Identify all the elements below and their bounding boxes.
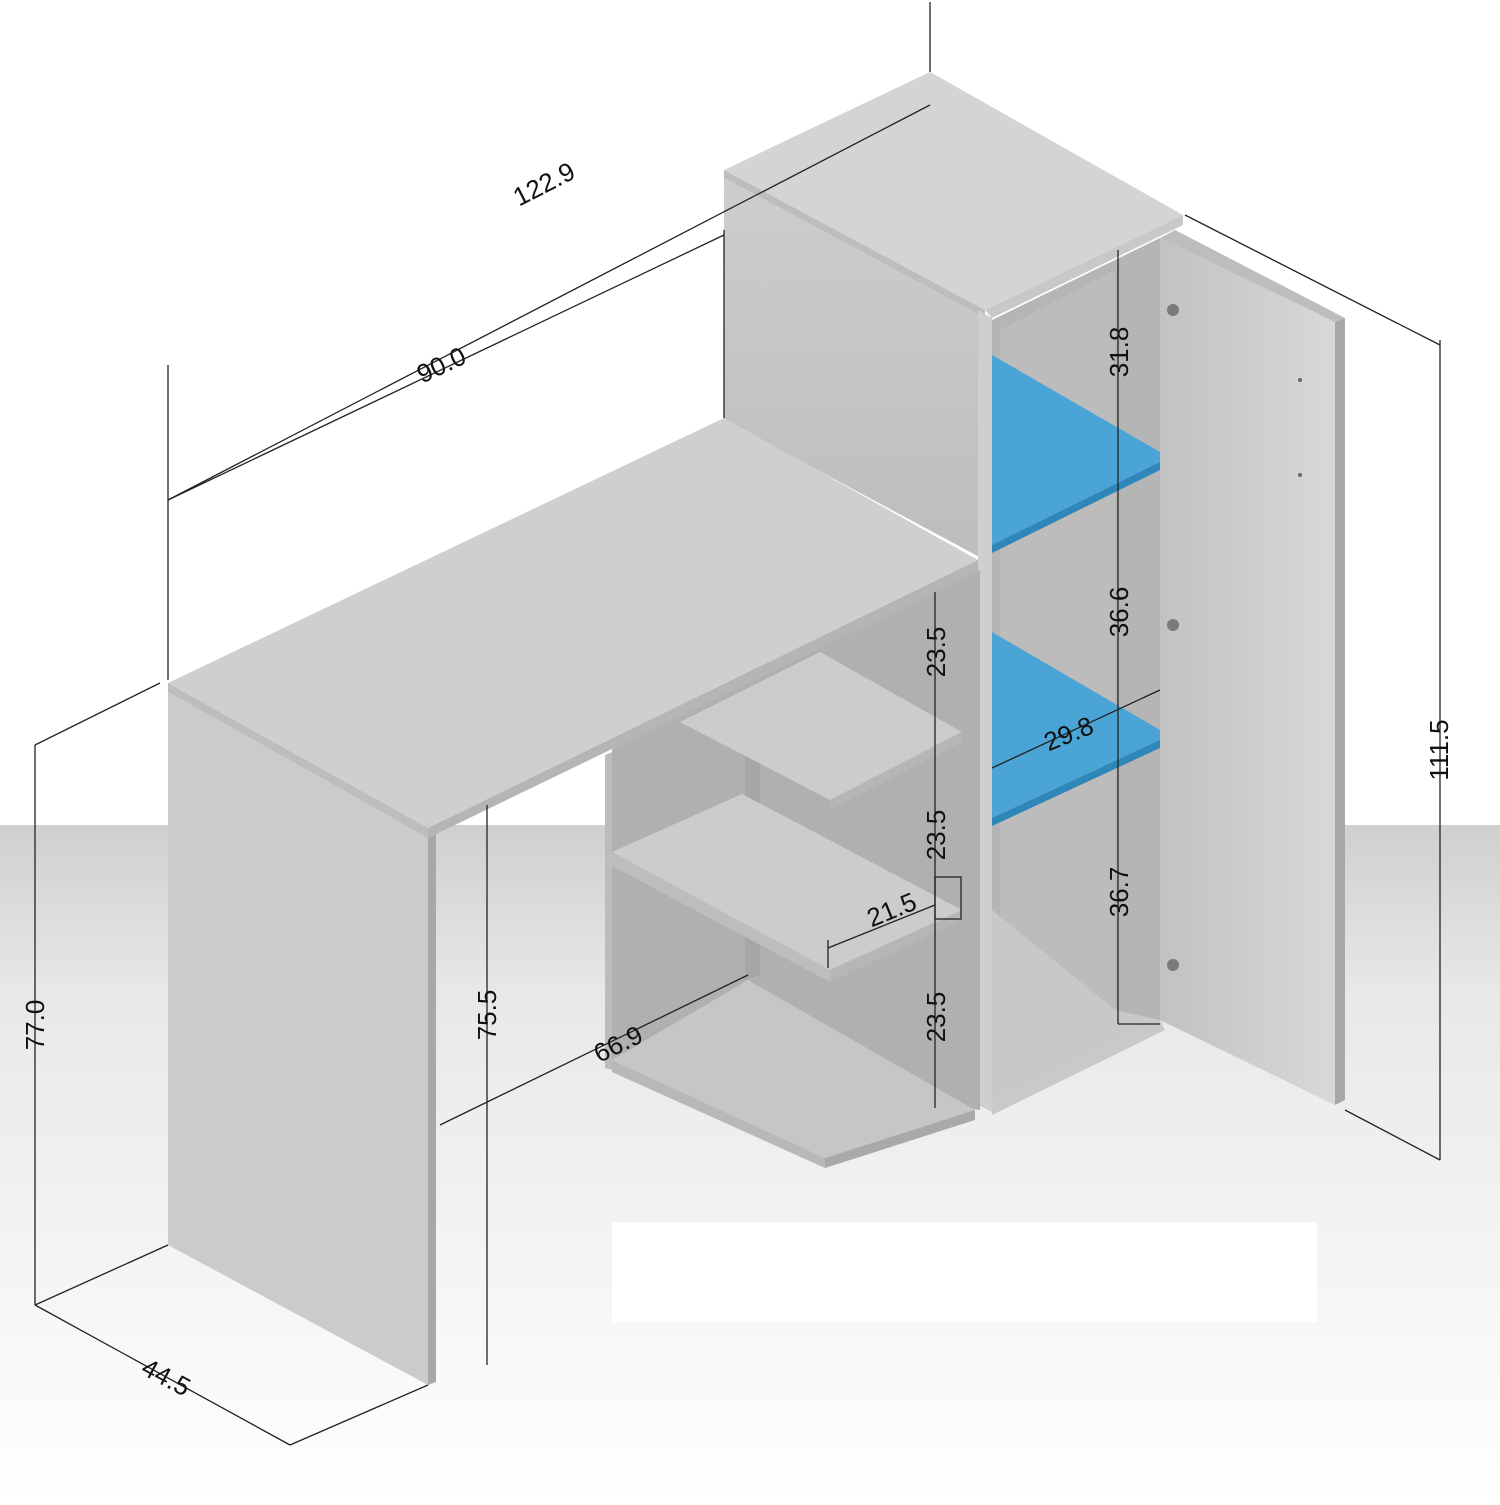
cabinet-top	[724, 72, 1183, 310]
cabinet-front-bottom	[992, 1020, 1165, 1115]
desk-top-right-edge	[428, 560, 978, 838]
cabinet-bottom	[992, 910, 1160, 1100]
shelf-gap-mid-label: 23.5	[921, 810, 951, 861]
shelf-1	[680, 652, 962, 800]
left-leg-inner	[428, 834, 436, 1385]
shelf-unit-post	[605, 752, 612, 1070]
cabinet-top-front-edge	[985, 215, 1183, 318]
cabinet-door[interactable]	[1160, 238, 1335, 1105]
knee-height-label: 75.5	[472, 990, 502, 1041]
cabinet-side	[724, 178, 985, 560]
left-leg-front	[168, 692, 428, 1385]
dimension-labels: 122.9 90.0 111.5 77.0 44.5 75.5 66.9 23.…	[20, 156, 1454, 1402]
shelf-bottom	[612, 980, 975, 1158]
shelf-gap-bottom-label: 23.5	[921, 992, 951, 1043]
hinge-icon	[1167, 619, 1179, 631]
desk-height-label: 77.0	[20, 1000, 50, 1051]
shelf-bottom-front	[612, 1060, 825, 1168]
cabinet-door-edge-side	[1335, 318, 1345, 1105]
blue-shelf-top	[992, 355, 1160, 545]
door-dot	[1298, 473, 1302, 477]
shelf-2-front	[830, 910, 962, 982]
floor-label-area	[612, 1222, 1317, 1322]
shelf-gap-top-label: 23.5	[921, 627, 951, 678]
cabinet-top-edge	[724, 170, 985, 318]
compartment-bottom-label: 36.7	[1104, 867, 1134, 918]
compartment-top-label: 31.8	[1104, 327, 1134, 378]
desk-top-front-edge	[168, 683, 428, 838]
cabinet-door-edge	[1160, 230, 1345, 322]
dimension-lines	[34, 2, 1441, 1446]
cabinet-height-label: 111.5	[1424, 719, 1454, 780]
door-dot	[1298, 378, 1302, 382]
compartment-mid-label: 36.6	[1104, 587, 1134, 638]
shelf-1-front	[830, 732, 962, 810]
shelf-2-edge	[612, 852, 830, 982]
cabinet-front-post	[978, 310, 992, 1112]
hinge-icon	[1167, 304, 1179, 316]
shelf-bottom-front-right	[825, 1110, 975, 1168]
hinge-icon	[1167, 959, 1179, 971]
desk-top	[168, 418, 978, 828]
shelf-2	[612, 794, 962, 970]
blue-shelf-mid	[992, 632, 1160, 818]
total-width-label: 122.9	[508, 156, 580, 212]
